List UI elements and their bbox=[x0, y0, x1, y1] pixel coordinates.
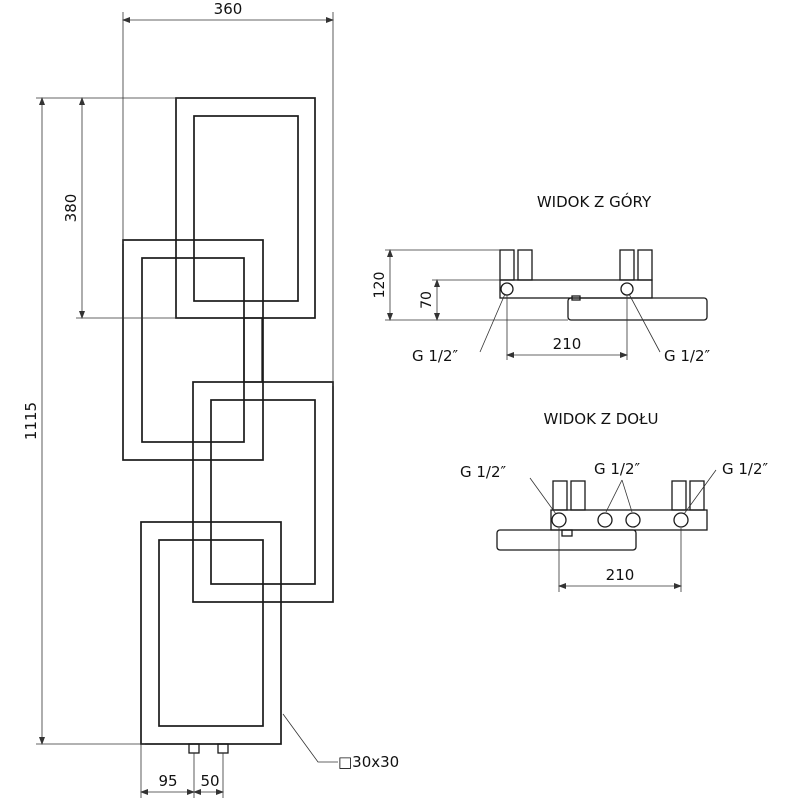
frame-bottom bbox=[140, 521, 282, 745]
dim-bottom-spacing-label: 50 bbox=[200, 772, 219, 790]
top-dim-depth-label: 120 bbox=[372, 272, 388, 299]
profile-label: □30x30 bbox=[338, 753, 399, 771]
top-conn-right bbox=[620, 282, 634, 296]
bottom-conn-center-label: G 1/2″ bbox=[594, 460, 641, 478]
bottom-view-title: WIDOK Z DOŁU bbox=[543, 410, 658, 428]
bottom-view: WIDOK Z DOŁU 210 G 1/2″ G 1/2″ G 1/2″ bbox=[460, 410, 769, 592]
top-body bbox=[567, 297, 708, 321]
valve-left bbox=[188, 743, 200, 754]
front-view: 360 1115 380 95 50 □30x30 bbox=[22, 0, 399, 798]
dim-bottom-left-label: 95 bbox=[158, 772, 177, 790]
bottom-conn-1 bbox=[551, 512, 567, 528]
top-conn-right-label: G 1/2″ bbox=[664, 347, 711, 365]
frame-top bbox=[175, 97, 316, 319]
top-conn-left-label: G 1/2″ bbox=[412, 347, 459, 365]
bottom-conn-4 bbox=[673, 512, 689, 528]
bottom-conn-right-label: G 1/2″ bbox=[722, 460, 769, 478]
bottom-conn-left-label: G 1/2″ bbox=[460, 463, 507, 481]
dim-top-height-label: 380 bbox=[62, 194, 80, 223]
top-view-title: WIDOK Z GÓRY bbox=[537, 192, 652, 211]
top-dim-spacing-label: 210 bbox=[553, 335, 582, 353]
top-manifold bbox=[499, 279, 653, 299]
bottom-conn-3 bbox=[625, 512, 641, 528]
dim-width-label: 360 bbox=[214, 0, 243, 18]
bottom-body bbox=[496, 529, 637, 551]
bottom-conn-2 bbox=[597, 512, 613, 528]
top-dim-axis-label: 70 bbox=[419, 291, 435, 309]
top-conn-left bbox=[500, 282, 514, 296]
dim-total-height-label: 1115 bbox=[22, 402, 40, 440]
valve-right bbox=[217, 743, 229, 754]
bottom-manifold bbox=[550, 509, 708, 531]
connector-bar bbox=[243, 317, 263, 383]
top-view: WIDOK Z GÓRY 120 70 210 G 1/2″ G 1/2″ bbox=[372, 192, 711, 365]
bottom-dim-spacing-label: 210 bbox=[606, 566, 635, 584]
